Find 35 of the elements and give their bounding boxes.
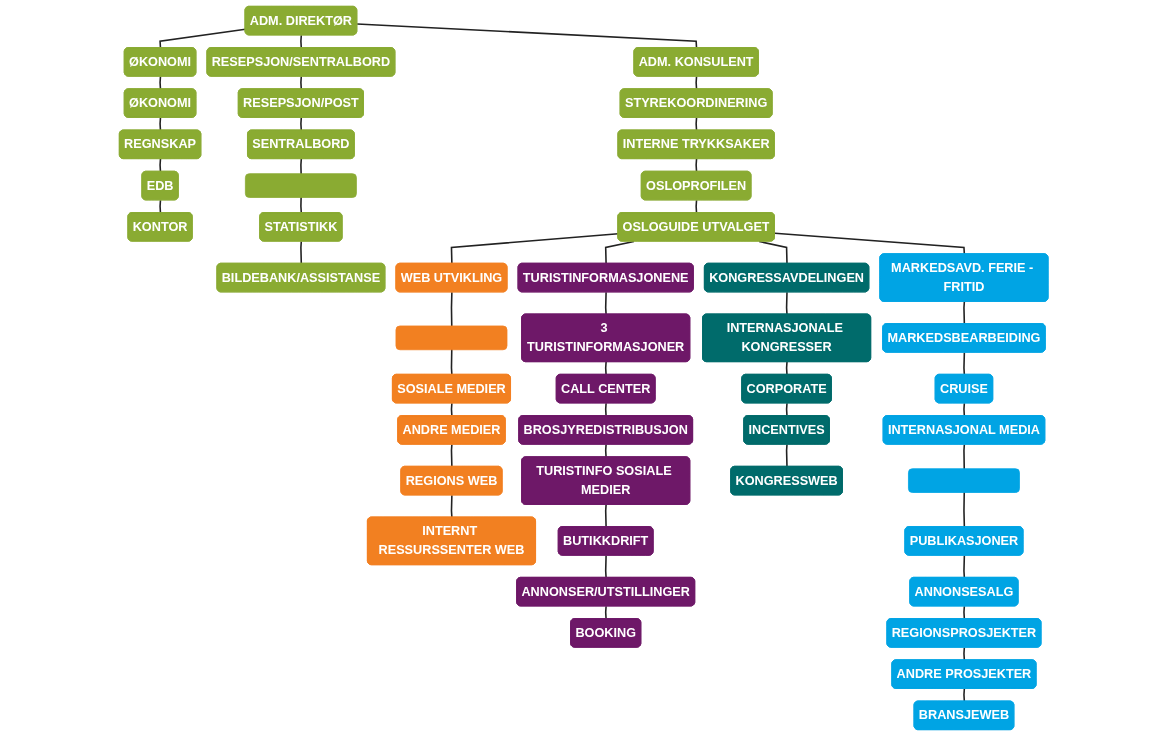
node-box [907, 468, 1020, 493]
connector [299, 34, 302, 49]
connector [962, 402, 965, 417]
connector [450, 443, 453, 468]
connector [962, 605, 965, 620]
connector [159, 116, 162, 132]
connector [962, 351, 965, 376]
connector [785, 361, 788, 376]
connector [785, 291, 788, 316]
connector [356, 23, 698, 49]
connector [785, 402, 788, 417]
connector [962, 300, 965, 325]
connector [604, 605, 607, 620]
connector [604, 554, 607, 579]
connector [962, 554, 965, 579]
node-box [395, 325, 508, 351]
connector [299, 75, 302, 90]
connector [785, 443, 788, 468]
connector [159, 75, 162, 90]
node-box [244, 173, 357, 198]
connector [159, 199, 162, 214]
connector [604, 443, 607, 458]
connector [299, 240, 302, 265]
connector [773, 232, 965, 255]
connector [604, 504, 607, 528]
connector [695, 158, 698, 173]
connector [299, 116, 302, 132]
connector [450, 494, 453, 519]
connector [962, 688, 965, 703]
org-chart: ADM. DIREKTØR ØKONOMI RESEPSJON/SENTRALBORD ADM. KONSULENT ØKONOMI RESEPSJON/POST STYREKOORDINERING REGNSKAP SENTRALBORD INTERNE TRYKKSAKER EDB OSLOPROFILEN KONTOR STATISTIKK OSLOGUIDE UTVALGET MARKEDSAVD. FERIE - FRITID BILDEBANK/ASSISTANSE WEB UTVIKLING TURISTINFORMASJONENE KONGRESSAVDELINGEN 3 TURISTINFORMASJONER INTERNASJONALE KONGRESSER MARKEDSBEARBEIDING SOSIALE MEDIER CALL CENTER CORPORATE CRUISE ANDRE MEDIER BROSJYREDISTRIBUSJON INCENTIVES INTERNASJONAL MEDIA TURISTINFO SOSIALE MEDIER REGIONS WEB KONGRESSWEB INTERNT RESSURSSENTER WEB BUTIKKDRIFT PUBLIKASJONER ANNONSER/UTSTILLINGER ANNONSESALG BOOKING REGIONSPROSJEKTER ANDRE PROSJEKTER BRANSJEWEB [112, 0, 1055, 736]
connector [604, 361, 607, 376]
connector [604, 402, 607, 417]
connector [450, 233, 619, 265]
connector [159, 158, 162, 173]
connector [604, 291, 607, 316]
